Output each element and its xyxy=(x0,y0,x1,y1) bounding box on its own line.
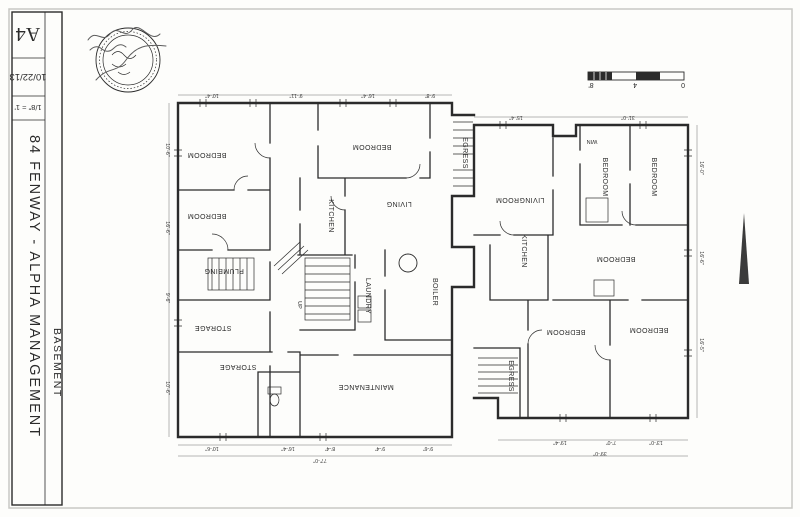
title-block-dividers xyxy=(12,12,46,505)
window-ticks xyxy=(174,99,692,441)
room-label-bedroom: BEDROOM xyxy=(188,151,227,158)
dimension-label: 39'-0" xyxy=(593,450,607,456)
room-label-win: WIN xyxy=(587,138,598,144)
room-label-bedroom: BEDROOM xyxy=(547,328,586,335)
dimension-label: 16'-5" xyxy=(698,338,704,352)
room-label-living: LIVING xyxy=(386,200,411,207)
dimension-label: 10'-6" xyxy=(164,381,170,395)
room-labels: BEDROOM BEDROOM PLUMBING STORAGE STORAGE… xyxy=(188,137,669,392)
stairs-main xyxy=(273,241,351,321)
room-label-storage: STORAGE xyxy=(195,324,232,331)
exterior-walls xyxy=(176,101,690,439)
sheet-scale: 1/8" = 1' xyxy=(14,103,42,112)
dimension-label: 19'-4" xyxy=(553,439,567,445)
closets xyxy=(585,197,615,297)
toilet-fixture xyxy=(267,386,282,407)
dimension-label: 16'-6" xyxy=(164,221,170,235)
dimension-label: 7'-0" xyxy=(606,439,617,445)
title-block: A4 10/22/13 1/8" = 1' 84 FENWAY - ALPHA … xyxy=(10,11,63,506)
room-label-livingroom: LIVINGROOM xyxy=(496,196,545,203)
scale-bar-label: 8' xyxy=(588,81,593,88)
room-label-bedroom: BEDROOM xyxy=(353,143,392,150)
dimension-label: 9'-6" xyxy=(423,445,434,451)
north-arrow xyxy=(739,213,749,284)
interior-walls-right xyxy=(473,124,689,419)
dimension-label: 9'-11" xyxy=(289,92,302,98)
room-label-bedroom: BEDROOM xyxy=(601,158,608,197)
sheet-number: A4 xyxy=(16,23,40,45)
room-label-boiler: BOILER xyxy=(431,278,438,306)
graphic-scale-bar: 8' 4 0 xyxy=(587,71,685,88)
room-label-bedroom: BEDROOM xyxy=(597,255,636,262)
interior-walls-left xyxy=(177,102,453,438)
dimension-label: 31'-0" xyxy=(621,114,635,120)
architect-seal-stamp xyxy=(95,27,167,93)
dimension-label: 15'-4" xyxy=(509,114,523,120)
plumbing-hatch xyxy=(207,257,255,291)
stair-up-label: UP xyxy=(296,301,302,309)
title-block-frame xyxy=(11,11,63,506)
door-swings xyxy=(211,142,637,361)
dimension-label: 8'-4" xyxy=(325,445,336,451)
dimension-label: 9'-8" xyxy=(425,92,436,98)
dimension-label: 16'-4" xyxy=(361,92,375,98)
dimension-label: 16'-6" xyxy=(698,251,704,265)
dimension-label: 9'-4" xyxy=(375,445,386,451)
signature-scribble xyxy=(95,44,167,81)
room-label-bedroom: BEDROOM xyxy=(630,326,669,333)
dimension-label: 13'-0" xyxy=(649,439,663,445)
room-label-bedroom: BEDROOM xyxy=(188,212,227,219)
scale-bar-label: 4 xyxy=(633,81,637,88)
sheet-border xyxy=(8,8,793,509)
sheet-date: 10/22/13 xyxy=(10,71,47,82)
dimension-label: 16'-4" xyxy=(281,445,295,451)
dimension-label: 10'-6" xyxy=(205,445,219,451)
dimension-lines xyxy=(168,94,698,457)
dimension-label: 77'-0" xyxy=(313,457,327,463)
room-label-plumbing: PLUMBING xyxy=(204,267,244,274)
dimension-label: 16'-0" xyxy=(698,161,704,175)
stairs-egress-top xyxy=(453,121,473,187)
dimension-label: 10'-6" xyxy=(164,143,170,157)
dimension-labels: 10'-4" 9'-11" 16'-4" 9'-8" 15'-4" 31'-0"… xyxy=(164,92,704,463)
room-label-laundry: LAUNDRY xyxy=(364,278,371,314)
room-label-egress: EGRESS xyxy=(461,137,468,169)
laundry-machines xyxy=(357,295,372,323)
room-label-storage: STORAGE xyxy=(220,363,257,370)
sheet-title: BASEMENT xyxy=(51,328,63,398)
room-label-bedroom: BEDROOM xyxy=(650,158,657,197)
room-label-kitchen: KITCHEN xyxy=(327,199,334,233)
scale-bar-label: 0 xyxy=(681,81,685,88)
room-label-maintenance: MAINTENANCE xyxy=(338,383,393,390)
project-title: 84 FENWAY - ALPHA MANAGEMENT xyxy=(26,135,42,438)
dimension-label: 9'-6" xyxy=(164,293,170,304)
stairs-egress-bottom xyxy=(478,357,518,394)
dimension-label: 10'-4" xyxy=(205,92,219,98)
room-label-kitchen: KITCHEN xyxy=(520,234,527,268)
boiler-tank xyxy=(398,253,418,273)
floor-plan: BEDROOM BEDROOM PLUMBING STORAGE STORAGE… xyxy=(164,92,704,463)
handwritten-note xyxy=(87,27,161,52)
room-label-egress: EGRESS xyxy=(507,360,514,392)
